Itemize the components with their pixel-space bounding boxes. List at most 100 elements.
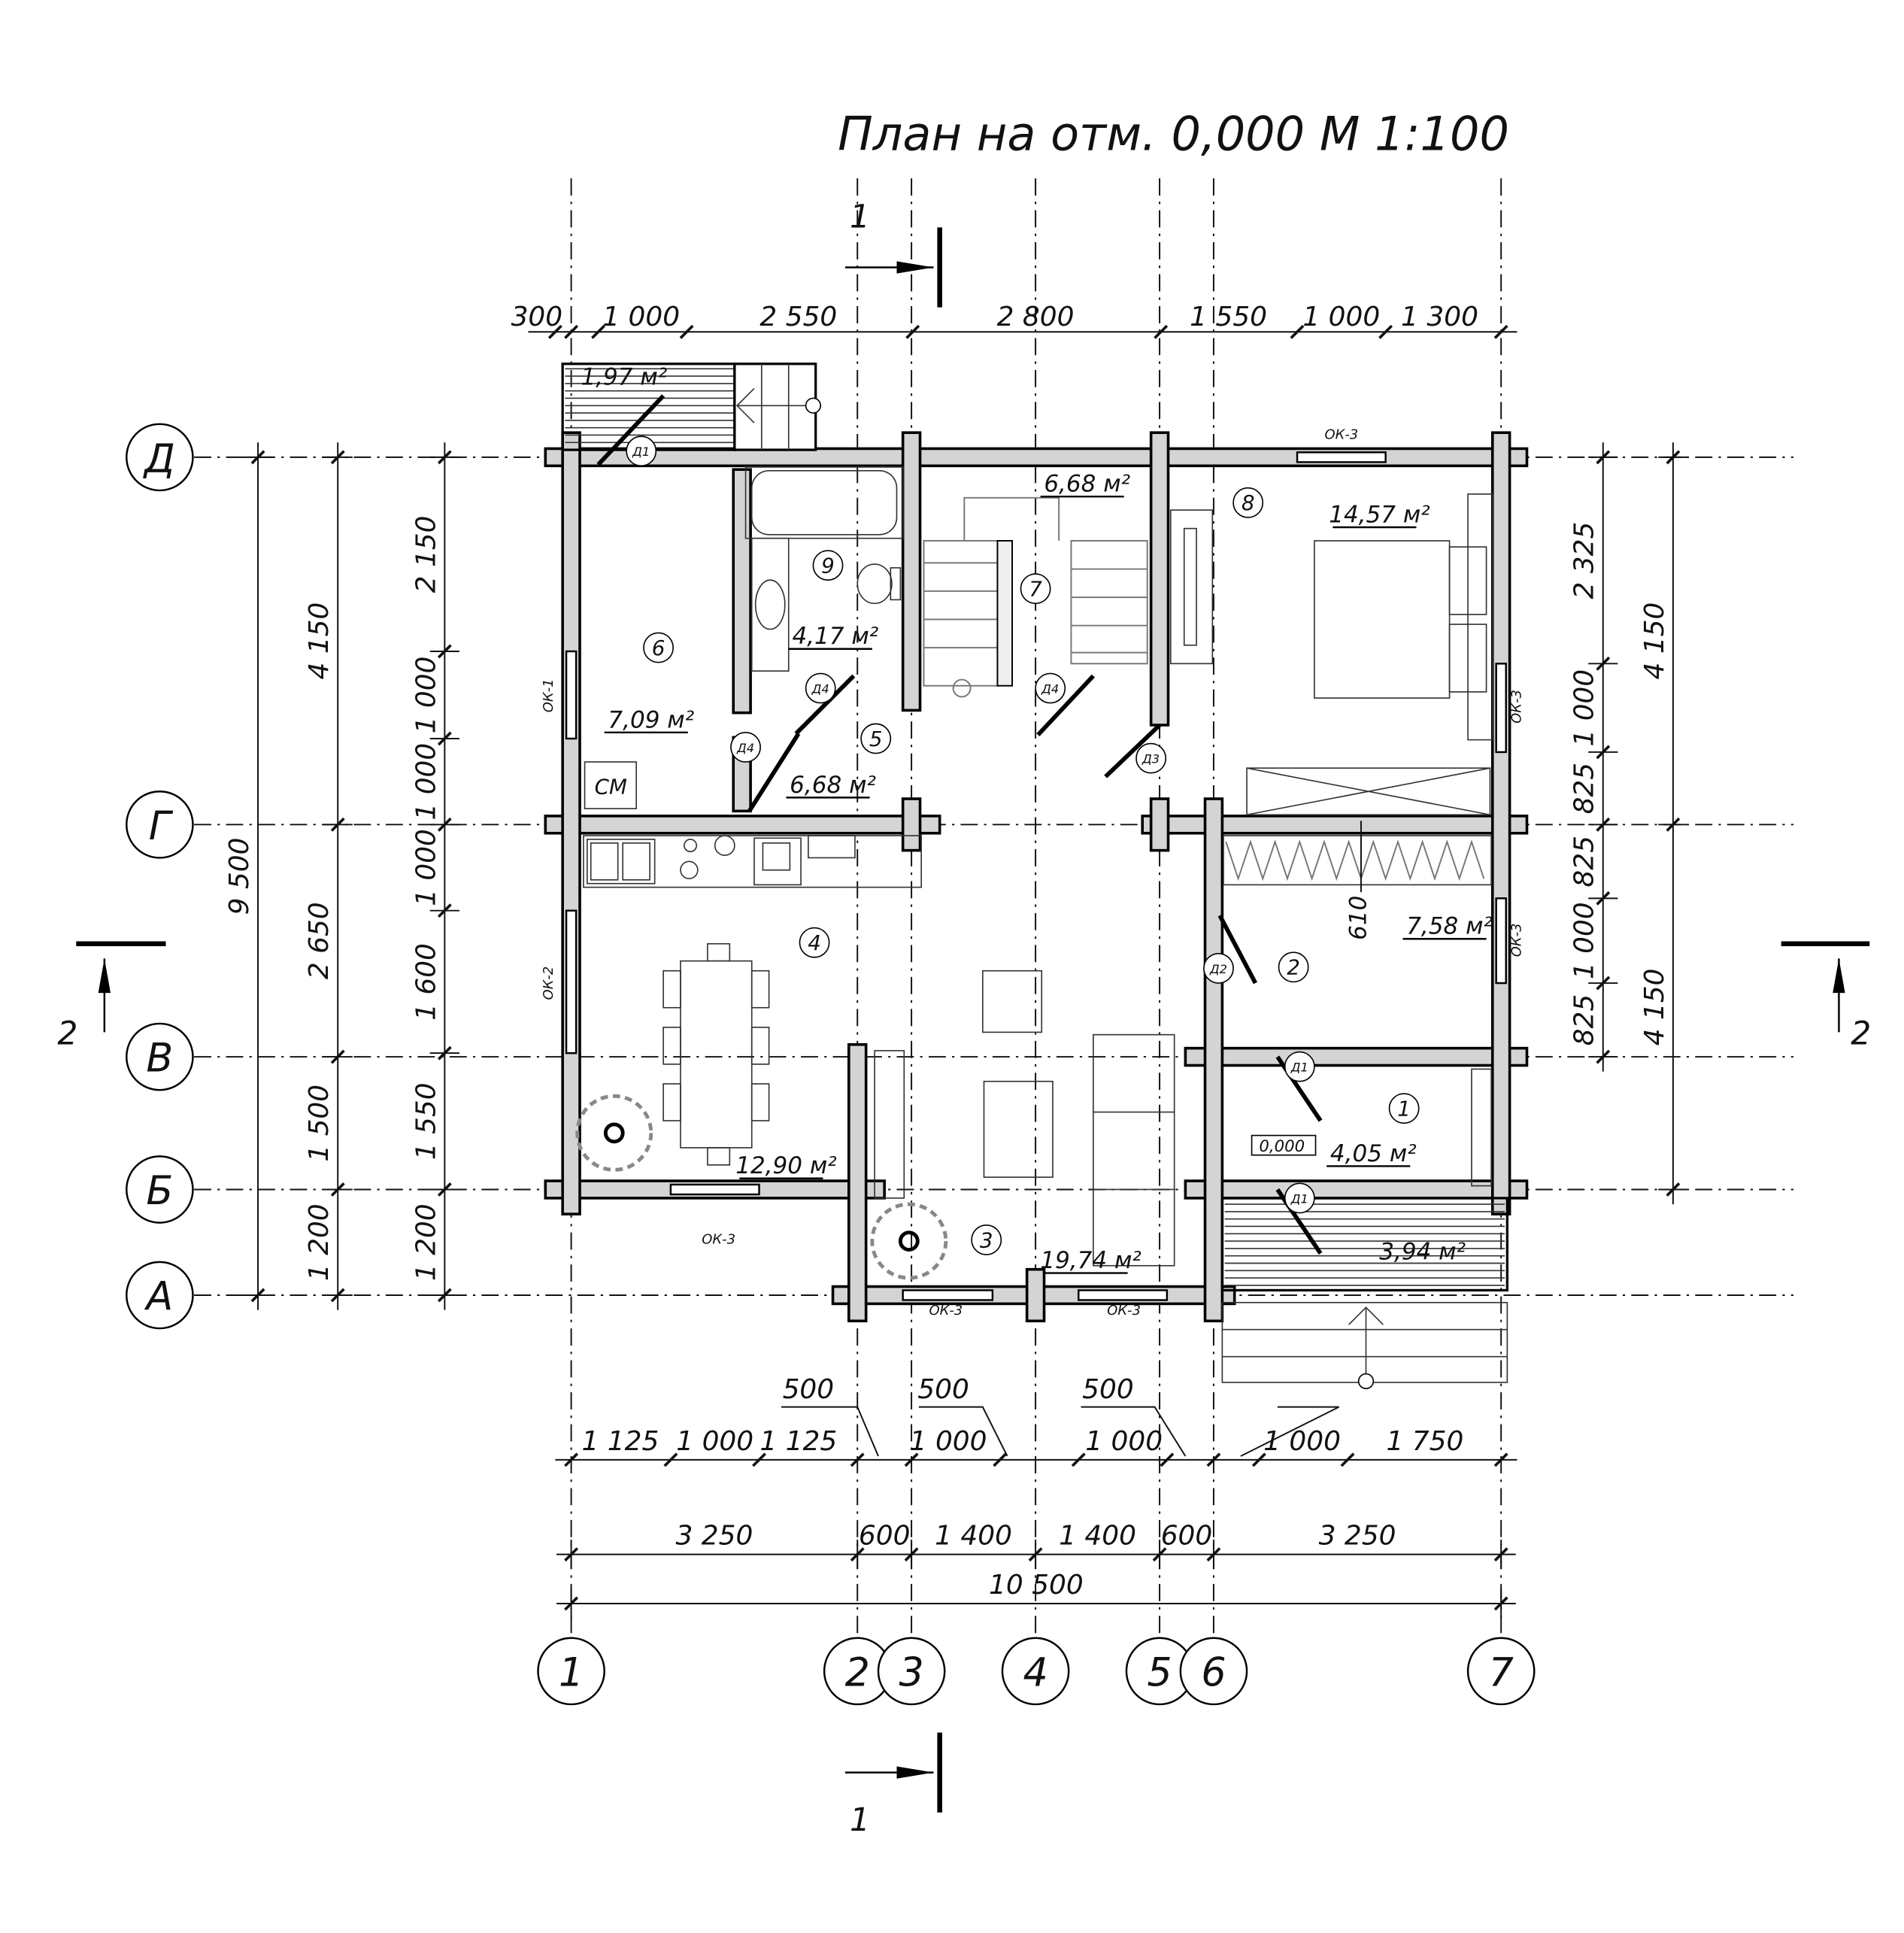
toilet-icon	[856, 563, 893, 605]
dim-label: 1 550	[411, 1082, 441, 1160]
door-leaf	[1217, 914, 1258, 985]
door-label: Д3	[1141, 752, 1160, 766]
room-number: 5	[869, 727, 883, 751]
dim-leader	[1240, 1406, 1340, 1457]
dim-tick	[547, 324, 562, 339]
dim-label: 1 500	[304, 1085, 335, 1162]
tv-unit	[874, 1050, 905, 1199]
room-number: 8	[1242, 490, 1255, 515]
dim-tick	[1160, 1452, 1175, 1467]
room-area: 4,05 м²	[1330, 1140, 1417, 1167]
wall	[901, 797, 922, 852]
window	[1296, 451, 1387, 463]
room-number-circle	[1278, 951, 1309, 983]
dim-label: 825	[1569, 836, 1600, 888]
dim-leader	[918, 1406, 1008, 1457]
axis-label: А	[144, 1274, 173, 1320]
axis-bubble	[126, 1022, 194, 1091]
dim-label: 600	[859, 1521, 911, 1552]
window	[669, 1183, 760, 1196]
kitchen-counter	[583, 835, 922, 888]
section-label: 2	[57, 1016, 77, 1053]
dim-label: 500	[917, 1374, 969, 1405]
dim-label: 1 750	[1386, 1426, 1463, 1457]
arrow-icon	[1348, 1306, 1384, 1325]
room-number-circle	[860, 723, 892, 754]
wall	[901, 431, 922, 712]
dim-tick	[905, 324, 920, 339]
dim-tick	[1493, 1452, 1508, 1467]
closet	[1223, 835, 1492, 886]
dim-label: 1 000	[1263, 1426, 1341, 1457]
dim-tick	[1154, 324, 1169, 339]
plan-title: План на отм. 0,000 М 1:100	[838, 107, 1509, 162]
dim-tick	[663, 1452, 678, 1467]
dim-tick	[993, 1452, 1008, 1467]
wall	[847, 1042, 868, 1323]
dim-label: 1 000	[676, 1426, 753, 1457]
furniture: СМ	[561, 363, 1508, 1389]
dim-tick	[564, 1452, 579, 1467]
dim-label: 2 325	[1569, 522, 1600, 599]
door-tag	[1203, 953, 1234, 984]
double-bed	[1314, 540, 1451, 699]
door-label: Д4	[811, 682, 829, 696]
dim-label: 1 000	[411, 829, 441, 906]
dim-tick	[752, 1452, 766, 1467]
dim-label: 500	[1082, 1374, 1134, 1405]
dining-table	[662, 942, 770, 1166]
wall	[1025, 1267, 1046, 1323]
door-label: Д4	[1041, 682, 1059, 696]
section-label: 1	[850, 199, 870, 235]
arrow-icon	[1833, 958, 1845, 994]
dim-tick	[1206, 1452, 1221, 1467]
door-label: Д1	[1290, 1191, 1308, 1206]
section-label: 1	[850, 1802, 870, 1839]
wall	[1141, 815, 1529, 835]
arrow-icon	[735, 387, 755, 423]
door-tag	[730, 731, 761, 763]
door-label: Д1	[632, 445, 650, 459]
wall	[732, 468, 752, 715]
window	[565, 650, 578, 740]
dim-label: 1 000	[411, 657, 441, 734]
room-area: 7,09 м²	[608, 706, 694, 733]
porch-area: 1,97 м²	[581, 364, 667, 391]
porch-bottom	[1220, 1197, 1508, 1389]
dim-tick	[564, 324, 579, 339]
window	[1495, 897, 1507, 985]
window-label: ОК-2	[541, 966, 556, 1000]
axis-label: 3	[899, 1649, 923, 1695]
room-number-circle	[643, 632, 675, 663]
room-number-circle	[799, 927, 830, 958]
dim-tick	[1290, 324, 1305, 339]
armchair	[982, 970, 1043, 1033]
wall	[1203, 797, 1224, 1323]
room-number: 7	[1029, 576, 1042, 601]
dim-tick	[1493, 324, 1508, 339]
dim-label: 1 000	[1569, 902, 1600, 979]
axis-label: 5	[1147, 1649, 1172, 1695]
room-number-circle	[1232, 487, 1264, 518]
dim-label: 1 300	[1401, 302, 1478, 332]
dim-label: 4 150	[1639, 968, 1670, 1045]
plant-icon	[575, 1094, 653, 1172]
room-number: 4	[808, 930, 821, 955]
vanity	[750, 537, 790, 672]
plant-icon	[870, 1202, 948, 1280]
dim-label: 2 550	[759, 302, 837, 332]
dim-tick	[1071, 1452, 1086, 1467]
door-leaf	[1104, 723, 1162, 778]
dim-label: 825	[1569, 994, 1600, 1046]
wardrobe	[1246, 767, 1491, 816]
staircase	[923, 496, 1148, 698]
door-tag	[1284, 1051, 1315, 1082]
door-label: Д2	[1209, 962, 1227, 976]
axis-bubble	[877, 1637, 946, 1706]
dim-label: 1 125	[582, 1426, 659, 1457]
axis-bubble	[126, 790, 194, 859]
window	[902, 1289, 994, 1301]
door-tag	[1135, 742, 1167, 774]
wall	[544, 447, 1529, 468]
axis-label: В	[146, 1036, 173, 1082]
